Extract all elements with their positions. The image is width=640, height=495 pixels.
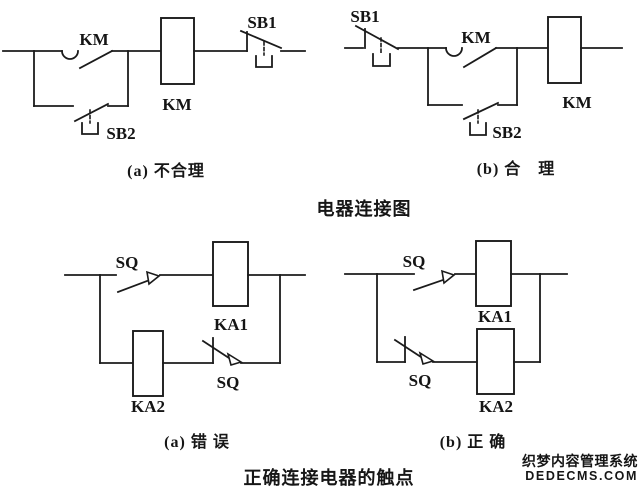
circuit-top-b: SB1 KM KM SB2 — [344, 7, 623, 142]
sb2-label: SB2 — [106, 124, 135, 143]
contact-blade — [354, 24, 400, 51]
sq-nc-contact — [201, 337, 243, 367]
button-cap — [372, 53, 391, 67]
km-coil-label: KM — [162, 95, 191, 114]
sb1-nc-pushbutton — [354, 24, 400, 67]
watermark: 织梦内容管理系统 DEDECMS.COM — [522, 453, 638, 483]
caption-bottom-a: (a) 错 误 — [164, 434, 230, 451]
contact-blade — [78, 49, 114, 70]
ka1-label: KA1 — [478, 307, 512, 326]
sq-nc-label: SQ — [409, 371, 432, 390]
contact-blade — [73, 102, 110, 123]
sb1-nc-pushbutton — [239, 29, 283, 68]
km-coil-label: KM — [562, 93, 591, 112]
sb2-no-pushbutton — [462, 101, 500, 136]
km-contact-label: KM — [461, 28, 490, 47]
sb1-label: SB1 — [247, 13, 276, 32]
caption-top-a: (a) 不合理 — [127, 163, 205, 180]
contact-arc — [445, 47, 463, 57]
sb2-no-pushbutton — [73, 102, 110, 135]
bottom-section-title: 正确连接电器的触点 — [243, 468, 415, 488]
roller-triangle — [418, 351, 435, 366]
sq-nc-contact — [393, 336, 435, 366]
ka1-coil — [475, 240, 512, 307]
button-cap — [469, 122, 487, 136]
ka2-label: KA2 — [479, 397, 513, 416]
km-contact-label: KM — [79, 30, 108, 49]
sb2-label: SB2 — [492, 123, 521, 142]
km-no-contact — [61, 49, 114, 70]
sq-nc-label: SQ — [217, 373, 240, 392]
circuit-top-a: KM KM SB1 SB2 — [2, 13, 306, 143]
circuit-bottom-b: SQ KA1 SQ KA2 — [344, 240, 568, 416]
km-coil — [160, 17, 195, 85]
watermark-cn: 织梦内容管理系统 — [522, 453, 638, 469]
ka1-coil — [212, 241, 249, 307]
button-cap — [81, 122, 99, 135]
ka1-label: KA1 — [214, 315, 248, 334]
sq-no-contact — [116, 270, 161, 294]
roller-triangle — [440, 269, 456, 285]
ka2-label: KA2 — [131, 397, 165, 416]
km-coil — [547, 16, 582, 84]
roller-triangle — [226, 352, 243, 367]
sq-no-label: SQ — [403, 252, 426, 271]
contact-blade — [462, 101, 500, 121]
ka2-coil — [132, 330, 164, 397]
km-no-contact — [445, 46, 498, 69]
contact-blade — [239, 29, 283, 50]
caption-top-b: (b) 合 理 — [476, 161, 556, 178]
top-section-title: 电器连接图 — [316, 199, 412, 219]
contact-blade — [462, 46, 498, 69]
sb1-label: SB1 — [350, 7, 379, 26]
circuit-bottom-a: SQ KA1 SQ KA2 — [64, 241, 306, 416]
roller-triangle — [145, 270, 161, 286]
ka2-coil — [476, 328, 515, 395]
sq-no-contact — [412, 269, 456, 292]
contact-blade — [116, 279, 149, 294]
watermark-en: DEDECMS.COM — [525, 469, 638, 484]
contact-arc — [61, 50, 79, 60]
sq-no-label: SQ — [116, 253, 139, 272]
caption-bottom-b: (b) 正 确 — [439, 434, 507, 451]
contact-blade — [393, 338, 426, 361]
contact-blade — [201, 339, 234, 362]
contact-blade — [412, 278, 445, 292]
button-cap — [255, 55, 273, 68]
